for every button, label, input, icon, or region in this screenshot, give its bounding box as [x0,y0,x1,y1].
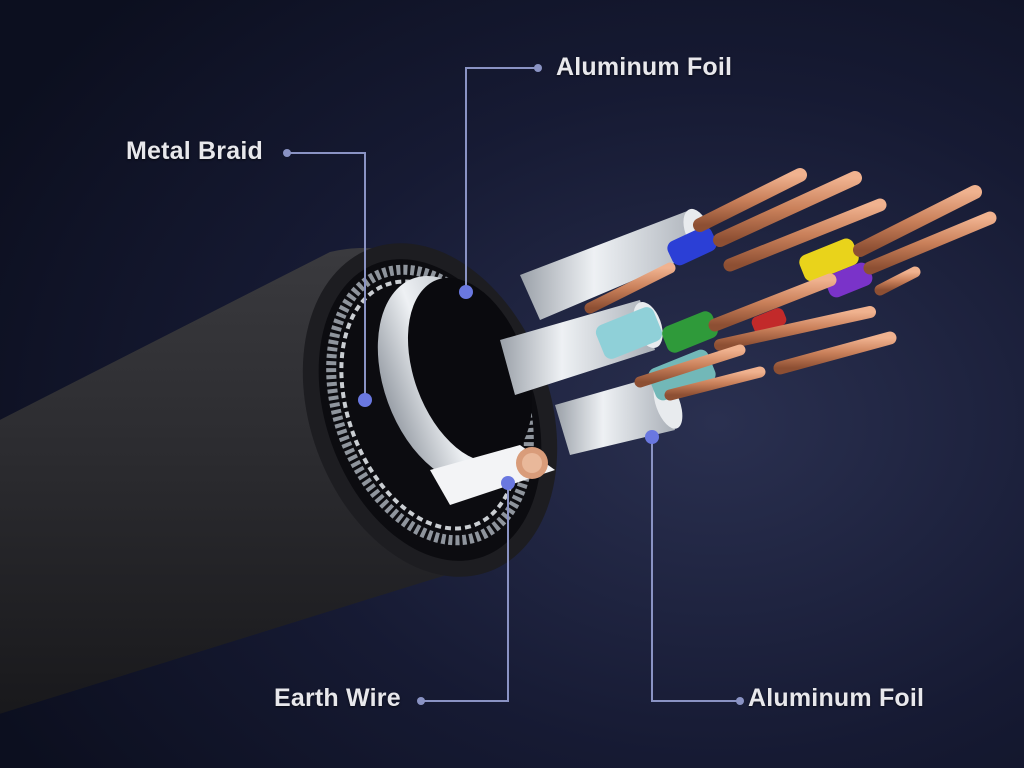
earth-dot [417,697,425,705]
aluminum-foil-top-label: Aluminum Foil [556,53,732,82]
earth-marker [501,476,515,490]
braid-marker [358,393,372,407]
foil-top-dot [534,64,542,72]
aluminum-foil-bottom-label: Aluminum Foil [748,684,924,713]
earth-wire-label: Earth Wire [274,684,401,713]
braid-dot [283,149,291,157]
metal-braid-label: Metal Braid [126,137,263,166]
foil-bottom-dot [736,697,744,705]
foil-bottom-marker [645,430,659,444]
foil-top-marker [459,285,473,299]
